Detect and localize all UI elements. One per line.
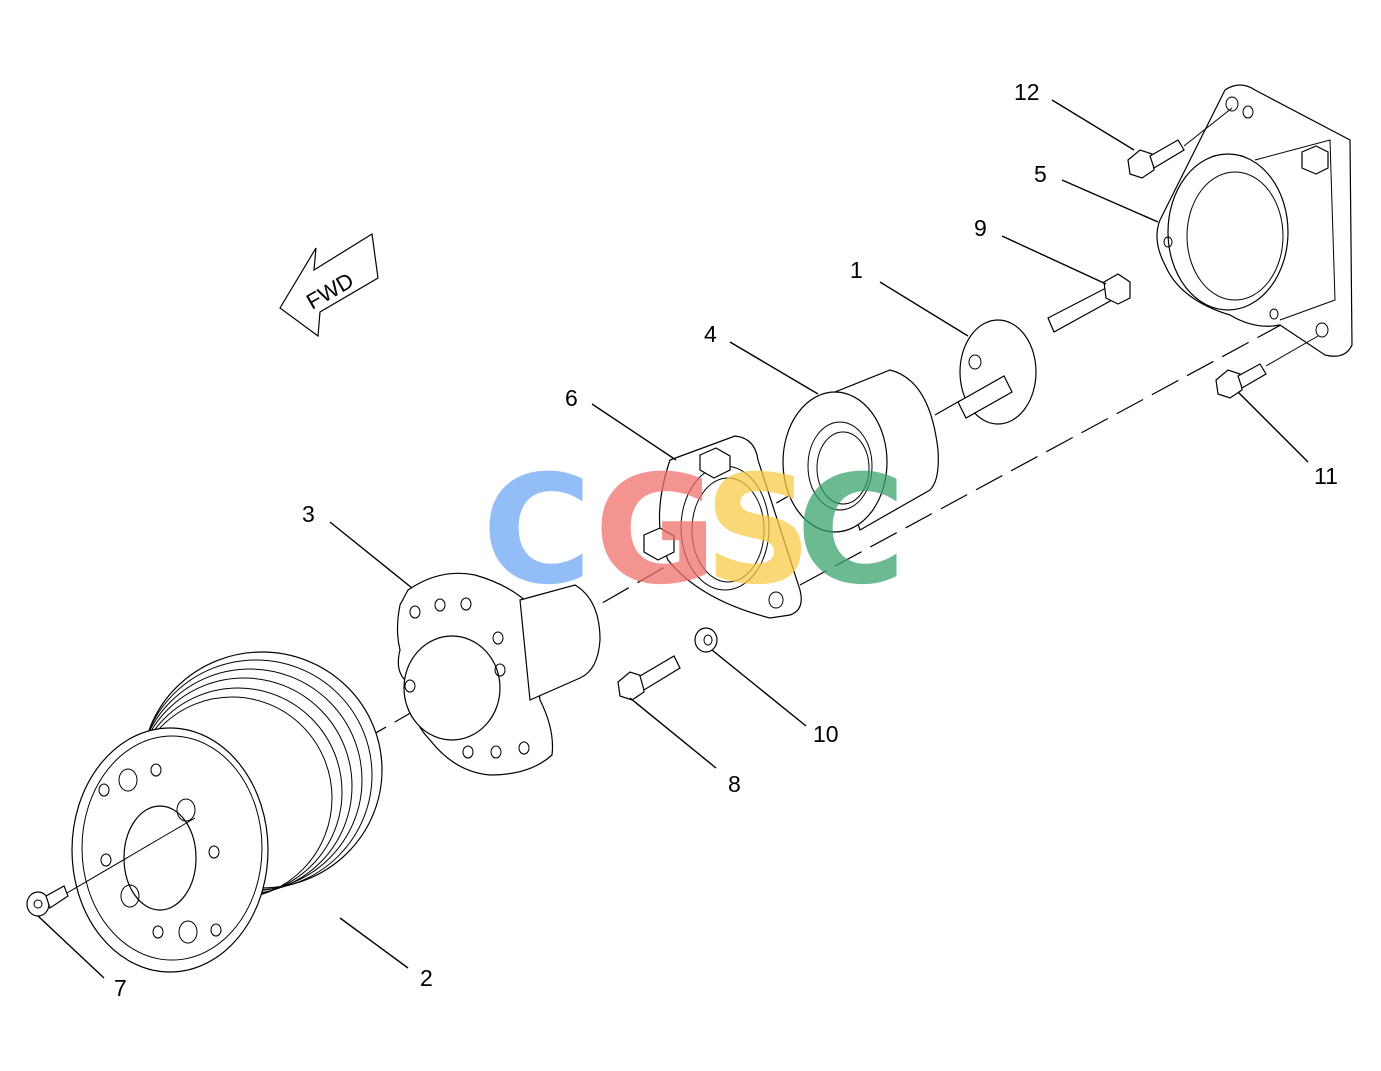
callout-4: 4 xyxy=(704,321,717,347)
callout-11: 11 xyxy=(1314,463,1338,489)
watermark-letter-s: S xyxy=(704,444,812,618)
callout-7: 7 xyxy=(114,975,127,1001)
part-7-bolt xyxy=(26,885,69,917)
callout-8: 8 xyxy=(728,771,741,797)
leader-3 xyxy=(329,521,413,589)
callout-12: 12 xyxy=(1014,79,1040,105)
part-4-spacer xyxy=(782,369,939,533)
leader-4 xyxy=(729,341,819,395)
watermark-letter-g: G xyxy=(594,444,717,618)
part-8-bolt xyxy=(617,655,681,701)
part-10-washer xyxy=(694,627,718,653)
leader-2 xyxy=(339,917,409,969)
leader-11 xyxy=(1237,391,1309,463)
callout-1: 1 xyxy=(850,257,863,283)
leader-1 xyxy=(879,281,969,337)
fwd-direction-arrow: FWD xyxy=(279,233,379,338)
callout-3: 3 xyxy=(302,501,315,527)
leader-5 xyxy=(1061,179,1159,223)
cgsc-watermark: C G S C xyxy=(482,444,906,618)
leader-9 xyxy=(1001,235,1107,285)
leader-8 xyxy=(629,697,717,769)
callout-5: 5 xyxy=(1034,161,1047,187)
part-5-housing xyxy=(1156,84,1353,357)
leader-lines xyxy=(37,99,1309,979)
part-12-bolt xyxy=(1127,107,1233,179)
part-3-hub-adapter xyxy=(396,572,601,776)
part-6-bracket xyxy=(643,435,802,619)
leader-6 xyxy=(591,403,677,461)
leader-10 xyxy=(711,649,807,727)
callout-10: 10 xyxy=(813,721,839,747)
part-1-plate xyxy=(957,319,1037,425)
leader-12 xyxy=(1051,99,1135,151)
leader-7 xyxy=(37,915,105,979)
part-11-bolt xyxy=(1215,335,1319,399)
watermark-letter-c2: C xyxy=(796,444,906,618)
callout-6: 6 xyxy=(565,385,578,411)
watermark-letter-c1: C xyxy=(482,444,592,618)
callout-9: 9 xyxy=(974,215,987,241)
part-2-pulley xyxy=(54,651,383,973)
callout-2: 2 xyxy=(420,965,433,991)
part-9-bolt xyxy=(1047,273,1131,333)
callout-labels: 1 2 3 4 5 6 7 8 9 10 11 12 xyxy=(114,79,1338,1001)
